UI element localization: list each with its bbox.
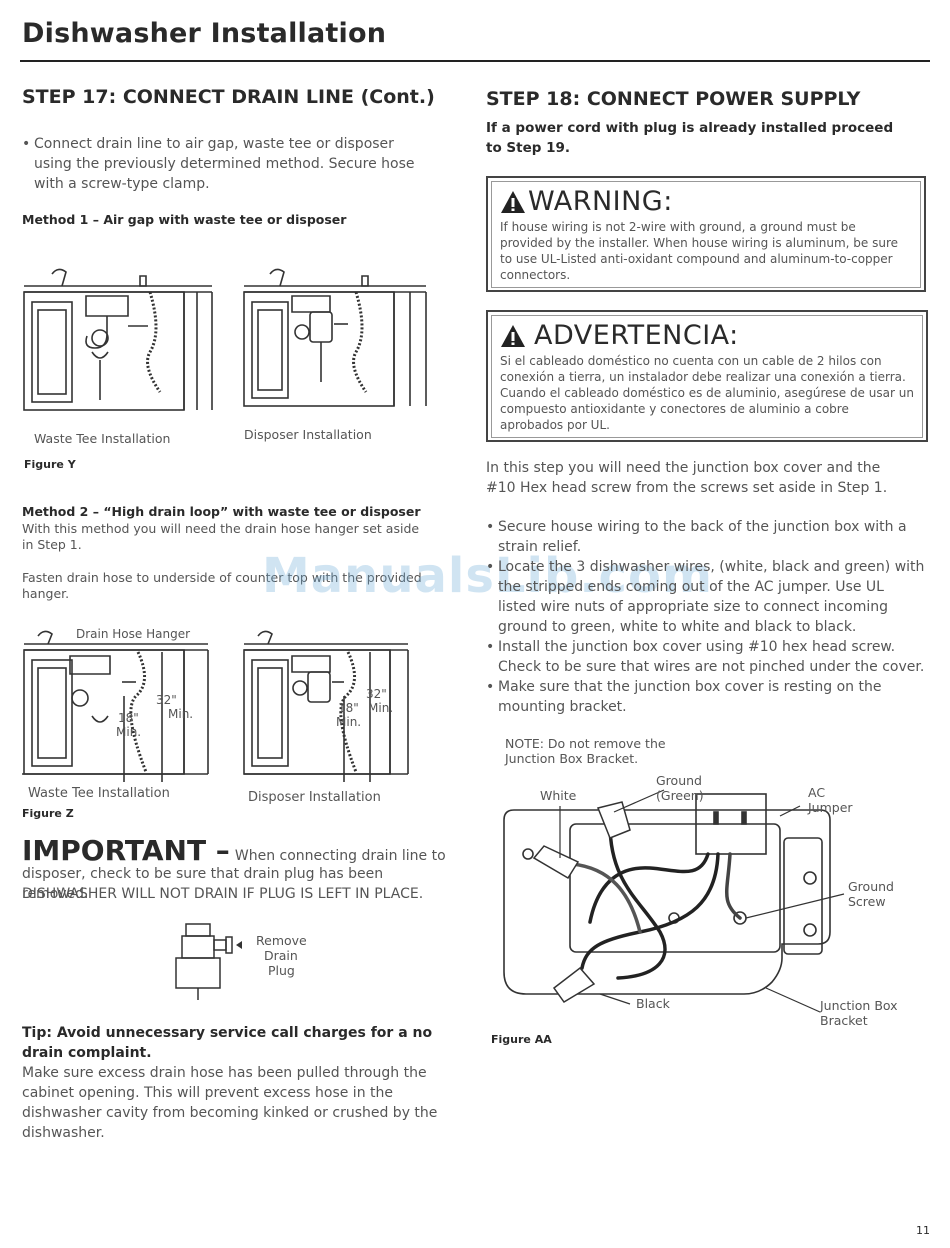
label-ac-1: AC <box>808 785 825 800</box>
fig-y-right-caption: Disposer Installation <box>244 427 372 442</box>
step18-bullet-1: Secure house wiring to the back of the j… <box>486 517 926 557</box>
fig-z-right-dim-18-min: Min. <box>336 715 361 729</box>
figure-y-illustration: Waste Tee Installation Disposer Installa… <box>23 268 427 446</box>
label-black: Black <box>636 996 671 1011</box>
warning-triangle-icon <box>501 324 525 347</box>
drain-hose-hanger-label: Drain Hose Hanger <box>76 627 190 641</box>
figure-aa-label: Figure AA <box>491 1033 552 1046</box>
fig-z-left-dim-18-min: Min. <box>116 725 141 739</box>
important-text: disposer, check to be sure that drain pl… <box>22 866 384 902</box>
label-white: White <box>540 788 577 803</box>
label-ground-2: (Green) <box>656 788 704 803</box>
tip-heading: Tip: Avoid unnecessary service call char… <box>22 1025 433 1061</box>
method2-line2: Fasten drain hose to underside of counte… <box>22 570 422 601</box>
important-inline: When connecting drain line to <box>234 848 446 864</box>
fig-z-right-dim-32: 32" <box>366 687 387 701</box>
drain-plug-illustration: Remove Drain Plug <box>175 923 307 1000</box>
tip-text: Make sure excess drain hose has been pul… <box>22 1065 438 1141</box>
step18-bullet-2: Locate the 3 dishwasher wires, (white, b… <box>486 557 926 637</box>
method2-line1: With this method you will need the drain… <box>22 521 420 552</box>
plug-label-drain: Drain <box>264 948 298 963</box>
step18-bullet-4: Make sure that the junction box cover is… <box>486 677 926 717</box>
method2-heading: Method 2 – “High drain loop” with waste … <box>22 504 421 519</box>
figure-y-label: Figure Y <box>24 458 76 471</box>
warning-title: WARNING: <box>528 186 673 217</box>
plug-arrow-icon <box>236 941 242 949</box>
important-title: IMPORTANT – <box>22 834 230 867</box>
note-line-1: NOTE: Do not remove the <box>505 736 666 751</box>
fig-z-left-dim-min: Min. <box>168 707 193 721</box>
note-line-2: Junction Box Bracket. <box>505 751 639 766</box>
important-caps: DISHWASHER WILL NOT DRAIN IF PLUG IS LEF… <box>22 886 424 902</box>
label-ground-screw-1: Ground <box>848 879 894 894</box>
fig-z-right-dim-18: 18" <box>338 701 359 715</box>
fig-z-left-caption: Waste Tee Installation <box>28 786 170 801</box>
fig-z-right-dim-min: Min. <box>368 701 393 715</box>
fig-y-left-caption: Waste Tee Installation <box>34 431 170 446</box>
step17-bullets: Connect drain line to air gap, waste tee… <box>22 134 422 194</box>
label-junction-box-2: Bracket <box>820 1013 868 1028</box>
label-ground-1: Ground <box>656 773 702 788</box>
step18-bullets: Secure house wiring to the back of the j… <box>486 517 926 717</box>
step18-bullet-3: Install the junction box cover using #10… <box>486 637 926 677</box>
page-title: Dishwasher Installation <box>22 18 387 49</box>
advertencia-title-row: ADVERTENCIA: <box>500 320 914 351</box>
fig-z-left-dim-18: 18" <box>118 711 139 725</box>
page-number: 11 <box>916 1224 930 1237</box>
label-ac-2: Jumper <box>807 800 853 815</box>
label-junction-box-1: Junction Box <box>819 998 898 1013</box>
warning-title-row: WARNING: <box>500 186 912 217</box>
advertencia-text: Si el cableado doméstico no cuenta con u… <box>500 354 914 432</box>
step18-heading: STEP 18: CONNECT POWER SUPPLY <box>486 88 861 110</box>
warning-triangle-icon <box>501 190 525 213</box>
figure-aa-illustration: White Ground (Green) AC Jumper Ground Sc… <box>503 773 898 1028</box>
fig-z-right-caption: Disposer Installation <box>248 790 381 805</box>
figure-z-label: Figure Z <box>22 807 74 820</box>
advertencia-box: ADVERTENCIA: Si el cableado doméstico no… <box>486 310 928 442</box>
figure-z-illustration: Drain Hose Hanger 32" Min. 18" Min. 32" … <box>22 627 409 782</box>
label-ground-screw-2: Screw <box>848 894 886 909</box>
warning-text: If house wiring is not 2-wire with groun… <box>500 220 898 282</box>
step18-intro: In this step you will need the junction … <box>486 460 888 496</box>
method1-heading: Method 1 – Air gap with waste tee or dis… <box>22 212 347 227</box>
step17-heading: STEP 17: CONNECT DRAIN LINE (Cont.) <box>22 86 435 108</box>
plug-label-plug: Plug <box>268 963 295 978</box>
step18-subtitle: If a power cord with plug is already ins… <box>486 120 894 156</box>
fig-z-left-dim-32: 32" <box>156 693 177 707</box>
important-block: IMPORTANT – When connecting drain line t… <box>22 834 452 867</box>
warning-box: WARNING: If house wiring is not 2-wire w… <box>486 176 926 292</box>
header-divider <box>20 60 930 62</box>
plug-label-remove: Remove <box>256 933 307 948</box>
step17-bullet: Connect drain line to air gap, waste tee… <box>22 134 422 194</box>
advertencia-title: ADVERTENCIA: <box>534 320 739 351</box>
